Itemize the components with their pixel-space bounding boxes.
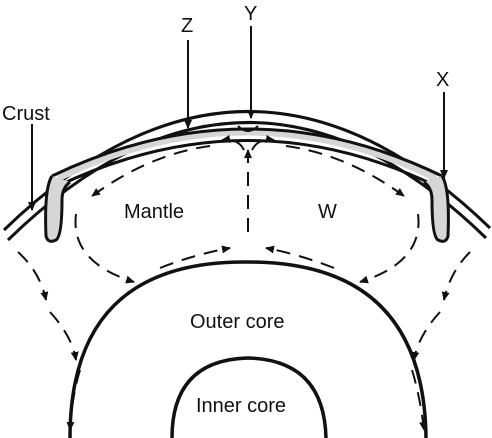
outer-core-boundary — [68, 260, 428, 438]
left-descending-1 — [17, 251, 49, 301]
label-crust: Crust — [2, 103, 50, 125]
left-cell-side — [74, 213, 135, 284]
label-outer-core: Outer core — [190, 311, 284, 333]
plume-split-left — [221, 135, 245, 151]
left-cell-bottom — [159, 245, 231, 269]
label-mantle: Mantle — [124, 201, 184, 223]
subduction-slab-right — [423, 175, 450, 243]
label-inner-core: Inner core — [196, 395, 286, 417]
plume-split-right — [251, 135, 275, 151]
label-y: Y — [244, 3, 257, 25]
left-descending-3 — [66, 369, 81, 431]
subduction-slab-left — [44, 175, 71, 243]
label-w: W — [318, 201, 337, 223]
ridge-notch — [237, 125, 259, 132]
right-descending-2 — [411, 311, 441, 361]
label-z: Z — [181, 15, 193, 37]
right-cell-side — [359, 213, 420, 284]
right-descending-1 — [441, 251, 471, 301]
pointer-arrows — [28, 26, 448, 211]
left-descending-2 — [49, 311, 79, 361]
convection-arrows — [17, 135, 471, 431]
left-cell-top — [91, 145, 211, 197]
right-descending-3 — [411, 369, 428, 431]
right-cell-bottom — [265, 245, 335, 269]
inner-core-boundary — [170, 356, 328, 438]
right-cell-top — [285, 145, 405, 197]
label-x: X — [436, 69, 449, 91]
